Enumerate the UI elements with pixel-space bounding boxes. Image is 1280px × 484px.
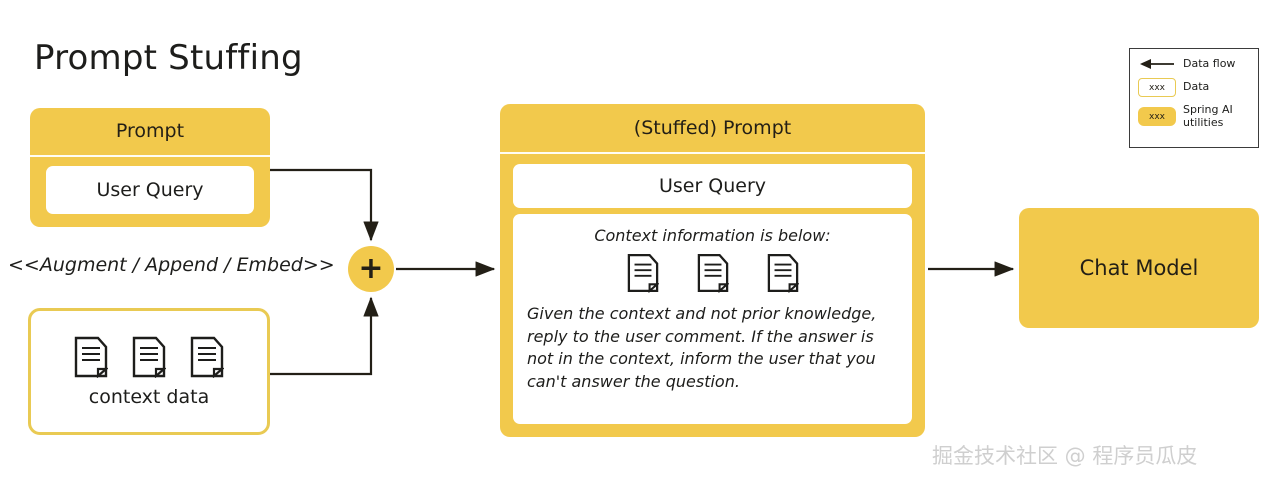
stuffed-doc-row [527, 253, 898, 293]
context-doc-row [74, 336, 224, 378]
document-icon [74, 336, 108, 378]
page-title: Prompt Stuffing [34, 38, 303, 78]
prompt-box: Prompt User Query [30, 108, 270, 227]
document-icon [767, 253, 799, 293]
stuffed-prompt-divider [500, 152, 925, 154]
watermark: 掘金技术社区 @ 程序员瓜皮 [932, 444, 1198, 468]
stuffed-prompt-header: (Stuffed) Prompt [633, 116, 792, 139]
context-information-heading: Context information is below: [594, 226, 831, 245]
legend-row-spring-ai-utilities: xxx Spring AI utilities [1138, 103, 1250, 130]
legend-swatch-spring-ai-utilities: xxx [1138, 107, 1176, 127]
document-icon [627, 253, 659, 293]
document-icon [697, 253, 729, 293]
prompt-box-divider [30, 155, 270, 157]
stuffed-user-query: User Query [513, 164, 912, 208]
context-data-box: context data [28, 308, 270, 435]
augment-append-embed-label: <<Augment / Append / Embed>> [8, 254, 335, 276]
document-icon [190, 336, 224, 378]
legend: Data flow xxx Data xxx Spring AI utiliti… [1129, 48, 1259, 148]
edge-prompt-to-combine [270, 168, 379, 242]
combine-plus-node: + [348, 246, 394, 292]
legend-label-data-flow: Data flow [1183, 56, 1236, 70]
edge-context-to-combine [270, 296, 379, 376]
stuffed-instruction-text: Given the context and not prior knowledg… [527, 304, 877, 392]
document-icon [132, 336, 166, 378]
arrow-left-icon [1140, 59, 1174, 69]
legend-label-spring-ai-utilities: Spring AI utilities [1183, 103, 1233, 129]
legend-row-data: xxx Data [1138, 78, 1250, 97]
legend-swatch-data: xxx [1138, 78, 1176, 97]
prompt-user-query: User Query [46, 166, 254, 214]
stuffed-prompt-body: Context information is below: [513, 214, 912, 424]
chat-model-box: Chat Model [1019, 208, 1259, 328]
context-data-label: context data [88, 385, 210, 408]
legend-row-data-flow: Data flow [1138, 57, 1250, 71]
prompt-box-header: Prompt [115, 120, 185, 142]
stuffed-prompt-box: (Stuffed) Prompt User Query Context info… [500, 104, 925, 437]
legend-label-data: Data [1183, 80, 1210, 94]
